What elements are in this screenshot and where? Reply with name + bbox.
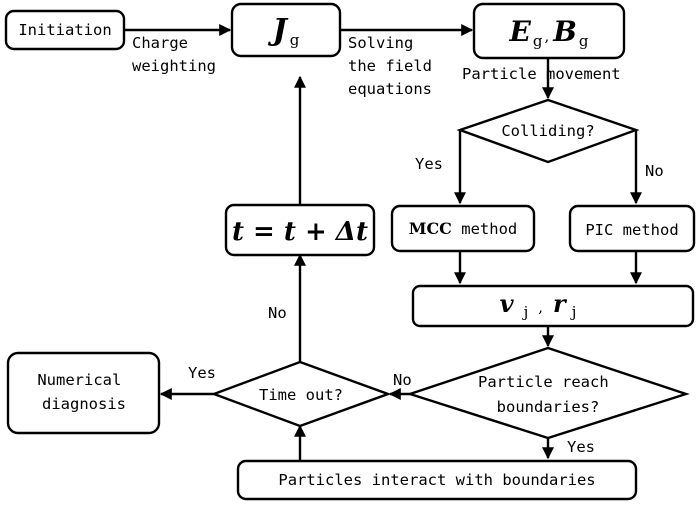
vj-symbol: v: [500, 289, 515, 318]
colliding-decision: Colliding?: [456, 98, 640, 164]
svg-text:Particle reach boundarie: Particle reach boundaries?: [478, 373, 618, 416]
yes-colliding-label: Yes: [415, 155, 443, 173]
charge-label-line1: Charge: [132, 34, 188, 52]
time-update-node: t = t + Δt: [224, 203, 376, 257]
particle-reach-line2: boundaries?: [497, 398, 600, 416]
bg-symbol: B: [552, 15, 577, 48]
bg-subscript: g: [579, 32, 589, 50]
svg-text:Jg: Jg: [268, 13, 300, 49]
connectors: [124, 24, 642, 460]
svg-text:MCC method: MCC method: [409, 219, 518, 238]
vj-rj-separator: ,: [538, 298, 543, 316]
numerical-diagnosis-node: Numerical diagnosis: [6, 351, 161, 435]
jg-symbol: J: [268, 13, 289, 48]
svg-text:Charge weighting: Charge weighting: [132, 34, 216, 75]
svg-text:Numerical diagnosis: Numerical diagnosis: [37, 371, 130, 413]
charge-label-line2: weighting: [132, 57, 216, 75]
initiation-label: Initiation: [18, 21, 111, 39]
time-out-label: Time out?: [259, 386, 343, 404]
eg-bg-separator: ,: [544, 27, 549, 45]
edge-labels: Charge weighting Solving the field equat…: [132, 34, 664, 456]
initiation-node: Initiation: [4, 9, 126, 51]
mcc-method-label: method: [452, 220, 517, 238]
eg-subscript: g: [533, 32, 543, 50]
mcc-bold-label: MCC: [409, 219, 452, 238]
svg-text:vj,rj: vj,rj: [500, 289, 577, 321]
svg-text:Eg,Bg: Eg,Bg: [508, 15, 588, 50]
no-timeout-label: No: [268, 304, 287, 322]
yes-timeout-label: Yes: [188, 364, 216, 382]
pic-label: PIC method: [585, 221, 678, 239]
yes-reach-label: Yes: [567, 438, 595, 456]
svg-text:Solving the field: Solving the field equations: [348, 34, 441, 98]
mcc-node: MCC method: [390, 204, 536, 253]
eg-symbol: E: [508, 15, 531, 48]
solving-label-line2: the field: [348, 57, 432, 75]
numerical-line1: Numerical: [37, 371, 121, 389]
no-colliding-label: No: [645, 162, 664, 180]
rj-subscript: j: [570, 303, 577, 321]
particle-reach-line1: Particle reach: [478, 373, 609, 391]
interact-label: Particles interact with boundaries: [278, 471, 595, 489]
vj-subscript: j: [522, 303, 529, 321]
colliding-label: Colliding?: [501, 122, 594, 140]
time-update-label: t = t + Δt: [232, 217, 368, 247]
numerical-line2: diagnosis: [42, 395, 126, 413]
time-out-decision: Time out?: [210, 360, 392, 428]
solving-label-line3: equations: [348, 80, 432, 98]
jg-subscript: g: [290, 31, 300, 49]
no-reach-label: No: [393, 371, 412, 389]
particle-reach-decision: Particle reach boundaries?: [406, 346, 690, 440]
solving-label-line1: Solving: [348, 34, 413, 52]
interact-node: Particles interact with boundaries: [236, 459, 638, 501]
rj-symbol: r: [553, 289, 568, 318]
pic-node: PIC method: [568, 204, 696, 253]
movement-label: Particle movement: [462, 65, 621, 83]
